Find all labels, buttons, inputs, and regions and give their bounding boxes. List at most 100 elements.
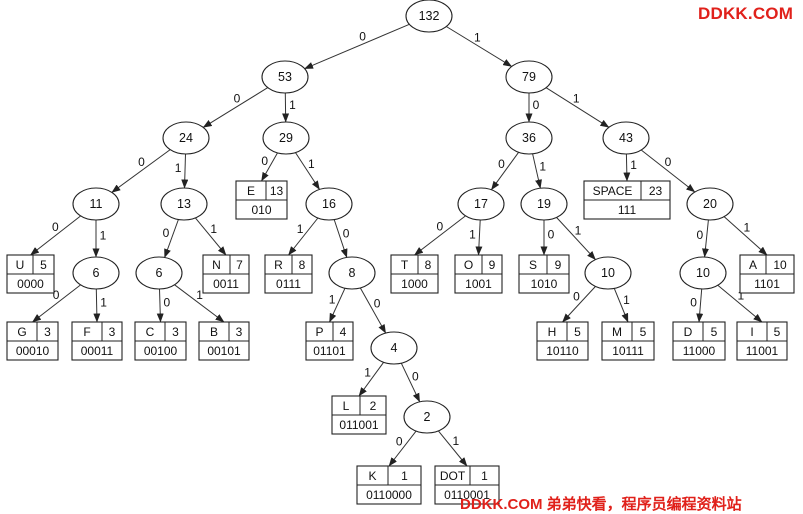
leaf-code: 11000 bbox=[683, 344, 716, 358]
leaf-code: 111 bbox=[618, 203, 637, 217]
node-weight: 36 bbox=[522, 131, 536, 145]
leaf-weight: 10 bbox=[773, 258, 787, 272]
node-ellipse bbox=[520, 187, 568, 221]
leaf-symbol: H bbox=[548, 325, 557, 339]
edge-n10a-lH bbox=[562, 286, 596, 323]
leaf-weight: 3 bbox=[44, 325, 51, 339]
edge-n2-lK bbox=[388, 430, 417, 467]
node-ellipse bbox=[328, 256, 376, 290]
leaf-code: 0000 bbox=[17, 277, 44, 291]
leaf-weight: 7 bbox=[236, 258, 243, 272]
edge-n17-lO bbox=[475, 219, 483, 256]
leaf-weight: 5 bbox=[40, 258, 47, 272]
node-ellipse bbox=[72, 256, 120, 290]
edge-n132-n79 bbox=[446, 26, 513, 67]
edge-n4-n2 bbox=[400, 362, 421, 403]
leaf-weight: 2 bbox=[370, 399, 377, 413]
leaf-symbol: F bbox=[83, 325, 90, 339]
node-weight: 4 bbox=[391, 341, 398, 355]
node-ellipse bbox=[135, 256, 183, 290]
node-weight: 8 bbox=[349, 266, 356, 280]
node-weight: 79 bbox=[522, 70, 536, 84]
node-weight: 11 bbox=[90, 197, 103, 211]
node-ellipse bbox=[602, 121, 650, 155]
edge-bit-label: 1 bbox=[623, 293, 630, 307]
edge-n8-lP bbox=[329, 287, 346, 323]
leaf-symbol: B bbox=[210, 325, 218, 339]
node-weight: 29 bbox=[279, 131, 293, 145]
edge-n43-lSPACE bbox=[623, 153, 631, 182]
edge-n6a-lG bbox=[32, 284, 81, 323]
edge-bit-label: 0 bbox=[548, 228, 555, 242]
tree-node-20: 20 bbox=[686, 187, 734, 221]
leaf-symbol: SPACE bbox=[593, 184, 633, 198]
edge-n6b-lB bbox=[174, 284, 225, 323]
node-weight: 10 bbox=[601, 266, 615, 280]
leaf-symbol: P bbox=[315, 325, 323, 339]
tree-node-19: 19 bbox=[520, 187, 568, 221]
edge-bit-label: 0 bbox=[53, 288, 60, 302]
leaf-symbol: C bbox=[146, 325, 155, 339]
node-weight: 43 bbox=[619, 131, 633, 145]
leaf-code: 10110 bbox=[546, 344, 579, 358]
tree-node-43: 43 bbox=[602, 121, 650, 155]
edge-n19-n10a bbox=[556, 217, 596, 260]
leaf-weight: 5 bbox=[774, 325, 781, 339]
leaf-weight: 3 bbox=[236, 325, 243, 339]
node-ellipse bbox=[403, 400, 451, 434]
edge-n16-n8 bbox=[333, 219, 348, 258]
leaf-code: 00010 bbox=[16, 344, 50, 358]
leaf-code: 011001 bbox=[339, 418, 378, 432]
leaf-code: 01101 bbox=[313, 344, 346, 358]
edge-bit-label: 0 bbox=[343, 226, 350, 240]
node-ellipse bbox=[457, 187, 505, 221]
tree-node-17: 17 bbox=[457, 187, 505, 221]
tree-node-24: 24 bbox=[162, 121, 210, 155]
node-weight: 10 bbox=[696, 266, 710, 280]
node-weight: 2 bbox=[424, 410, 431, 424]
tree-node-132: 132 bbox=[405, 0, 453, 33]
leaf-weight: 1 bbox=[401, 469, 408, 483]
edge-n20-lA bbox=[723, 216, 768, 256]
tree-node-4: 4 bbox=[370, 331, 418, 365]
leaf-symbol: O bbox=[464, 258, 473, 272]
leaf-code: 1010 bbox=[531, 277, 558, 291]
leaf-weight: 8 bbox=[299, 258, 306, 272]
leaf-symbol: U bbox=[16, 258, 25, 272]
leaf-weight: 4 bbox=[340, 325, 347, 339]
node-ellipse bbox=[584, 256, 632, 290]
node-ellipse bbox=[679, 256, 727, 290]
edge-bit-label: 1 bbox=[289, 98, 296, 112]
edge-bit-label: 1 bbox=[308, 157, 315, 171]
edge-bit-label: 1 bbox=[474, 30, 481, 44]
edge-bit-label: 1 bbox=[743, 221, 750, 235]
edge-bit-label: 1 bbox=[210, 222, 217, 236]
node-weight: 19 bbox=[537, 197, 551, 211]
leaf-symbol: K bbox=[368, 469, 376, 483]
tree-node-10: 10 bbox=[679, 256, 727, 290]
leaf-weight: 5 bbox=[640, 325, 647, 339]
watermark-bottom: DDKK.COM 弟弟快看，程序员编程资料站 bbox=[460, 496, 742, 513]
tree-node-6: 6 bbox=[72, 256, 120, 290]
node-weight: 132 bbox=[419, 9, 440, 23]
edge-bit-label: 1 bbox=[100, 229, 107, 243]
node-ellipse bbox=[505, 121, 553, 155]
tree-node-13: 13 bbox=[160, 187, 208, 221]
edge-n24-n11 bbox=[111, 149, 171, 193]
leaf-symbol: S bbox=[529, 258, 537, 272]
leaf-code: 0011 bbox=[213, 277, 239, 291]
node-ellipse bbox=[160, 187, 208, 221]
edge-n79-n43 bbox=[545, 87, 610, 128]
edge-bit-label: 0 bbox=[690, 295, 697, 309]
edge-bit-label: 0 bbox=[436, 220, 443, 234]
